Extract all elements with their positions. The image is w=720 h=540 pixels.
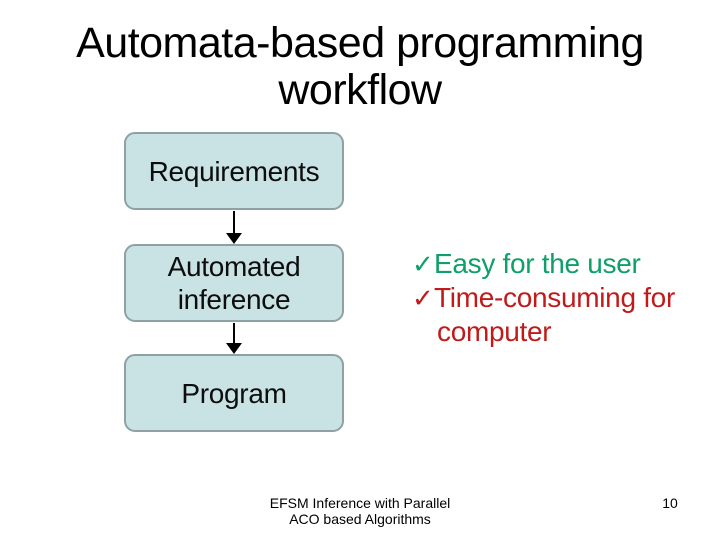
arrow-head-icon [226,233,242,244]
flow-box-program: Program [124,354,344,432]
flow-box-requirements: Requirements [124,132,344,210]
checkmark-icon: ✓ [412,283,434,313]
flow-box-label: Requirements [148,155,320,187]
flow-box-label: Program [181,377,287,409]
bullet-list: ✓Easy for the user ✓Time-consuming for c… [412,247,714,349]
footer-line1: EFSM Inference with Parallel [269,495,451,511]
arrow-head-icon [226,343,242,354]
flow-box-label: Automated inference [167,251,301,315]
bullet-item-time-consuming: ✓Time-consuming for computer [412,281,714,349]
flow-arrow-down-1 [226,211,242,244]
flow-box-automated-inference: Automated inference [124,244,344,322]
flow-arrow-down-2 [226,323,242,354]
slide-title-line2: workflow [278,66,442,114]
bullet-item-easy: ✓Easy for the user [412,247,714,281]
bullet-text: Time-consuming for computer [434,282,675,347]
slide-title: Automata-based programming workflow [0,20,720,114]
checkmark-icon: ✓ [412,249,434,279]
footer-line2: ACO based Algorithms [289,511,431,527]
arrow-line [233,211,235,234]
arrow-line [233,323,235,344]
page-number: 10 [662,495,678,511]
slide-title-line1: Automata-based programming [76,19,644,67]
slide-footer: EFSM Inference with Parallel ACO based A… [210,495,510,527]
bullet-text: Easy for the user [434,248,641,279]
